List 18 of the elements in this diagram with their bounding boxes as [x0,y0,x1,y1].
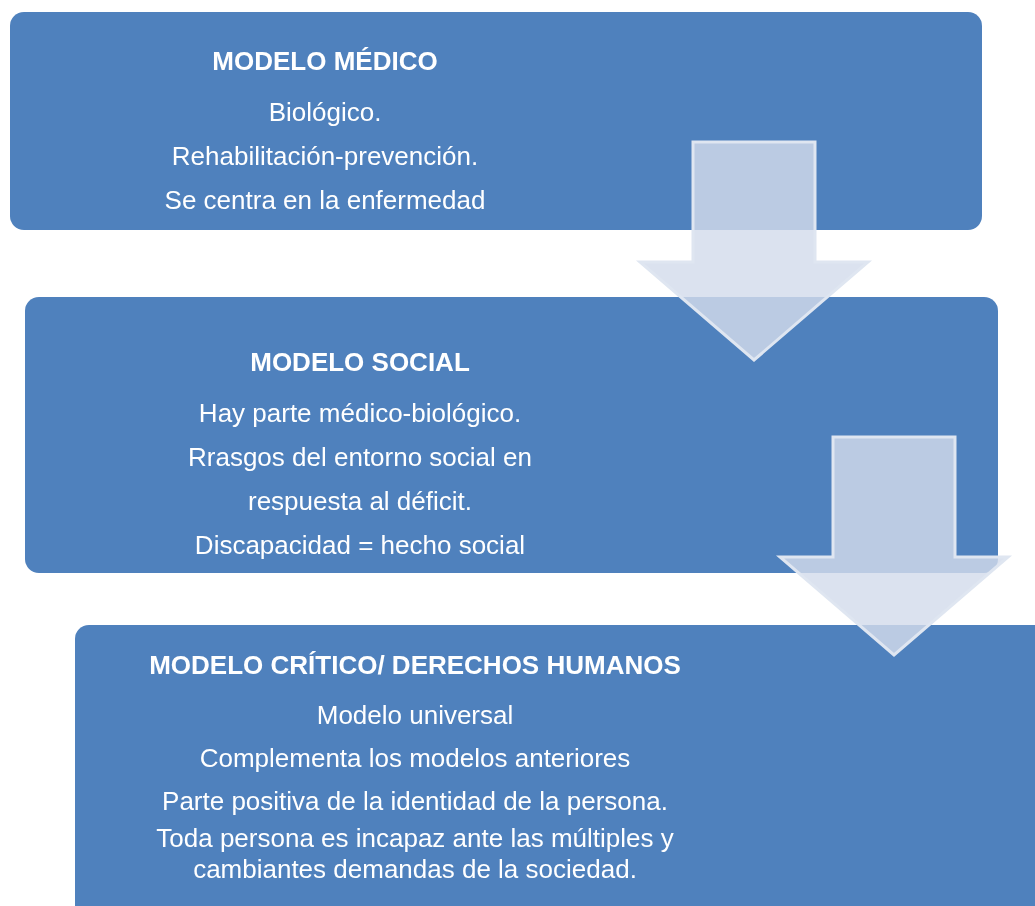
model-heading: MODELO CRÍTICO/ DERECHOS HUMANOS [149,649,681,682]
model-description: Se centra en la enfermedad [164,184,486,217]
model-description: Biológico. [268,96,382,129]
model-description: Modelo universal [316,699,514,732]
model-description: Complementa los modelos anteriores [199,742,631,775]
model-description: Toda persona es incapaz ante las múltiples y cambiantes demandas de la sociedad. [155,823,675,885]
block-arrow [635,140,873,362]
model-box [25,297,998,573]
model-description: Hay parte médico-biológico. [198,397,522,430]
model-heading: MODELO SOCIAL [250,346,470,379]
block-arrow [775,435,1013,657]
model-description: Rrasgos del entorno social en respuesta al déficit. [187,441,533,518]
model-box [75,625,1035,906]
model-box [10,12,982,230]
model-heading: MODELO MÉDICO [212,45,438,78]
model-description: Rehabilitación-prevención. [171,140,479,173]
model-description: Discapacidad = hecho social [194,529,526,562]
model-description: Parte positiva de la identidad de la persona. [162,785,668,818]
